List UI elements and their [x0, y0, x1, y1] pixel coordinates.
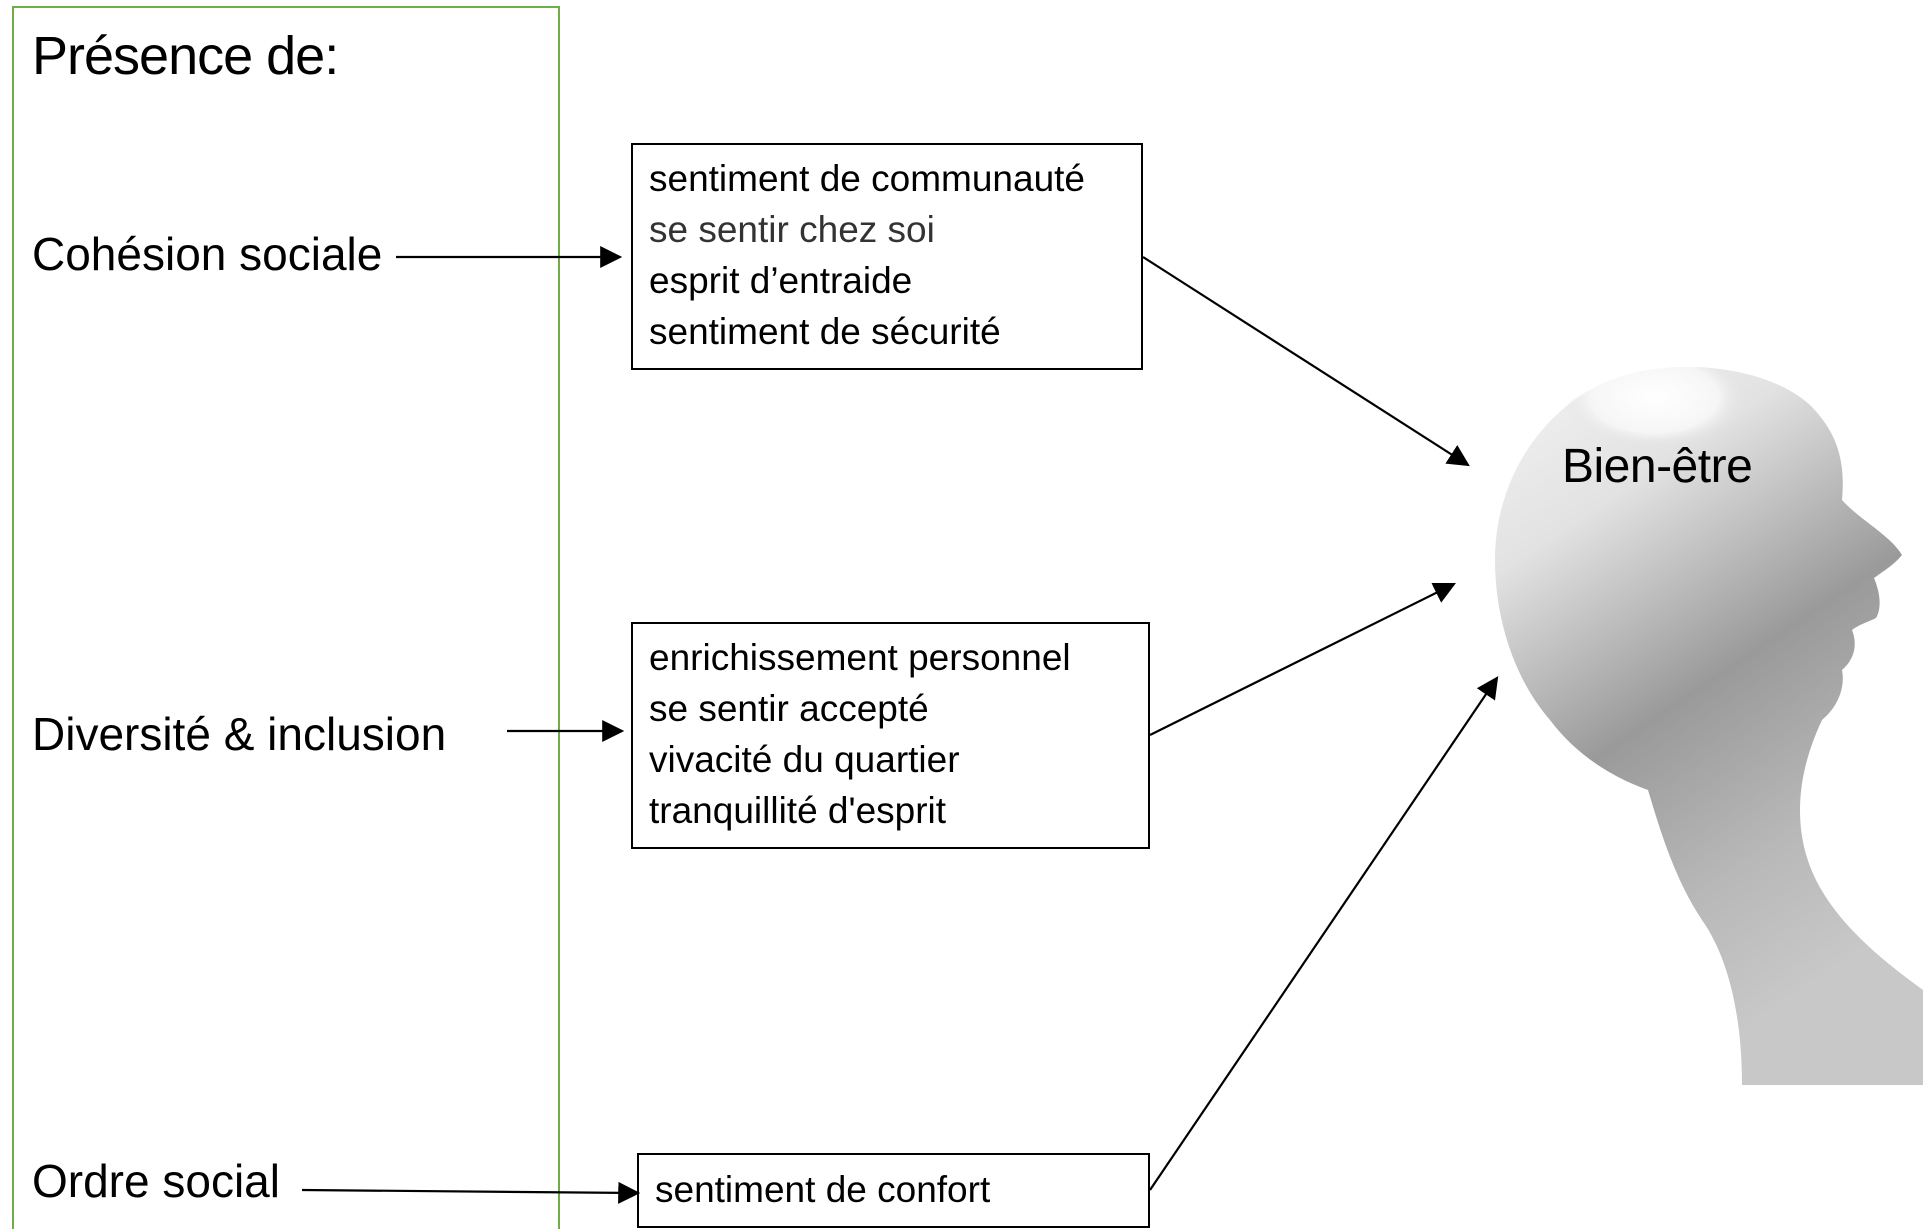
order-effects-box: sentiment de confort [637, 1153, 1150, 1228]
factor-diversity-label: Diversité & inclusion [32, 708, 447, 760]
effect-item: se sentir chez soi [649, 209, 935, 250]
effect-item: enrichissement personnel [649, 637, 1071, 678]
arrow-order-to-box [301, 1181, 641, 1204]
effect-item: esprit d’entraide [649, 260, 913, 301]
arrow-order-box-to-wellbeing [1149, 676, 1499, 1191]
factor-order-label: Ordre social [32, 1155, 280, 1207]
human-head-silhouette-icon [1495, 367, 1923, 1085]
effect-item: se sentir accepté [649, 688, 929, 729]
diversity-effects-box: enrichissement personnel se sentir accep… [631, 622, 1150, 849]
effect-item: sentiment de sécurité [649, 311, 1001, 352]
cohesion-effects-box: sentiment de communauté se sentir chez s… [631, 143, 1143, 370]
effect-item: sentiment de communauté [649, 158, 1086, 199]
effect-item: sentiment de confort [655, 1169, 991, 1210]
arrow-diversity-box-to-wellbeing [1149, 582, 1456, 736]
effect-item: tranquillité d'esprit [649, 790, 947, 831]
factors-panel [12, 6, 560, 1229]
panel-title: Présence de: [32, 26, 339, 86]
effect-item: vivacité du quartier [649, 739, 960, 780]
arrow-cohesion-box-to-wellbeing [1142, 256, 1470, 467]
wellbeing-label: Bien-être [1562, 440, 1753, 493]
factor-cohesion-label: Cohésion sociale [32, 228, 383, 280]
